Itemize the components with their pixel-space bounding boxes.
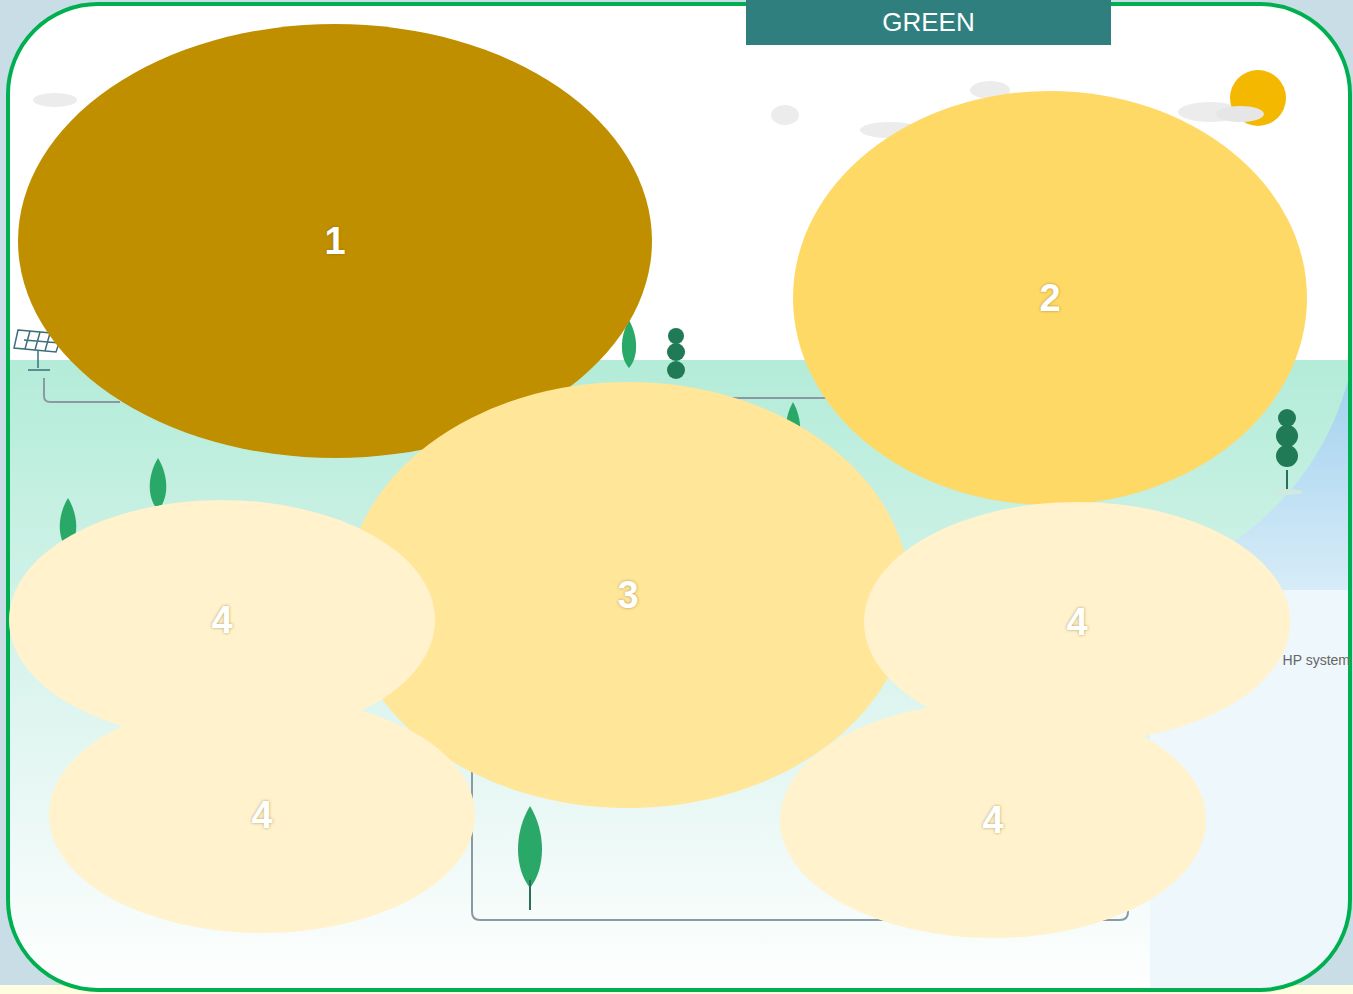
node-fill bbox=[864, 502, 1290, 742]
callout-number: 4 bbox=[1066, 601, 1087, 644]
system-label: HP system bbox=[1283, 652, 1350, 668]
callout-number: 4 bbox=[982, 799, 1003, 842]
callout-number: 4 bbox=[251, 794, 272, 837]
title-tab: GREEN bbox=[746, 0, 1111, 45]
tab-title: GREEN bbox=[882, 7, 974, 38]
callout-number: 3 bbox=[617, 574, 638, 617]
callout-ellipse: 4 bbox=[864, 502, 1290, 742]
callout-ellipse: 2 bbox=[793, 91, 1307, 505]
callout-ellipse: 4 bbox=[780, 702, 1206, 938]
callout-number: 2 bbox=[1039, 277, 1060, 320]
node-fill bbox=[49, 697, 475, 933]
callout-ellipse: 4 bbox=[49, 697, 475, 933]
node-fill bbox=[780, 702, 1206, 938]
callout-number: 1 bbox=[324, 220, 345, 263]
node-fill bbox=[793, 91, 1307, 505]
callout-number: 4 bbox=[211, 599, 232, 642]
node-fill bbox=[746, 0, 1111, 45]
